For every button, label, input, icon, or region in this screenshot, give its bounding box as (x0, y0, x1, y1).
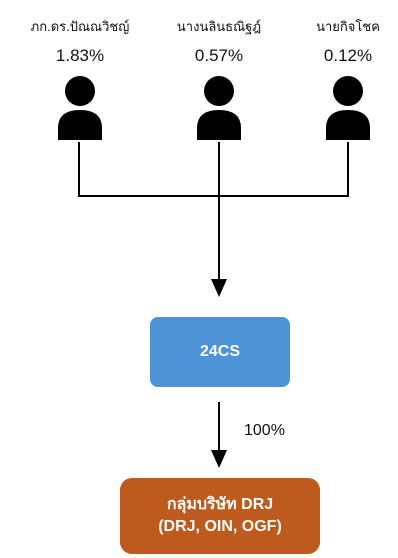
group-label-line1: กลุ่มบริษัท DRJ (166, 496, 274, 513)
shareholder-percent: 0.57% (194, 46, 244, 65)
holding-company-box: 24CS (150, 317, 290, 387)
shareholder-percent: 1.83% (55, 46, 105, 65)
person-icon (58, 76, 102, 140)
group-label-line2: (DRJ, OIN, OGF) (158, 518, 282, 535)
group-box: กลุ่มบริษัท DRJ (DRJ, OIN, OGF) (120, 478, 320, 554)
shareholder-percent: 0.12% (323, 46, 373, 65)
ownership-percent: 100% (244, 422, 285, 439)
person-icon (326, 76, 370, 140)
shareholder-name: นายกิจโชค (316, 19, 380, 34)
holding-company-label: 24CS (199, 343, 241, 360)
shareholder-name: นางนลินธณิฐฎ์ (176, 19, 262, 34)
person-icon (197, 76, 241, 140)
shareholder-name: ภก.ดร.ปัณณวิชญ์ (30, 19, 130, 34)
